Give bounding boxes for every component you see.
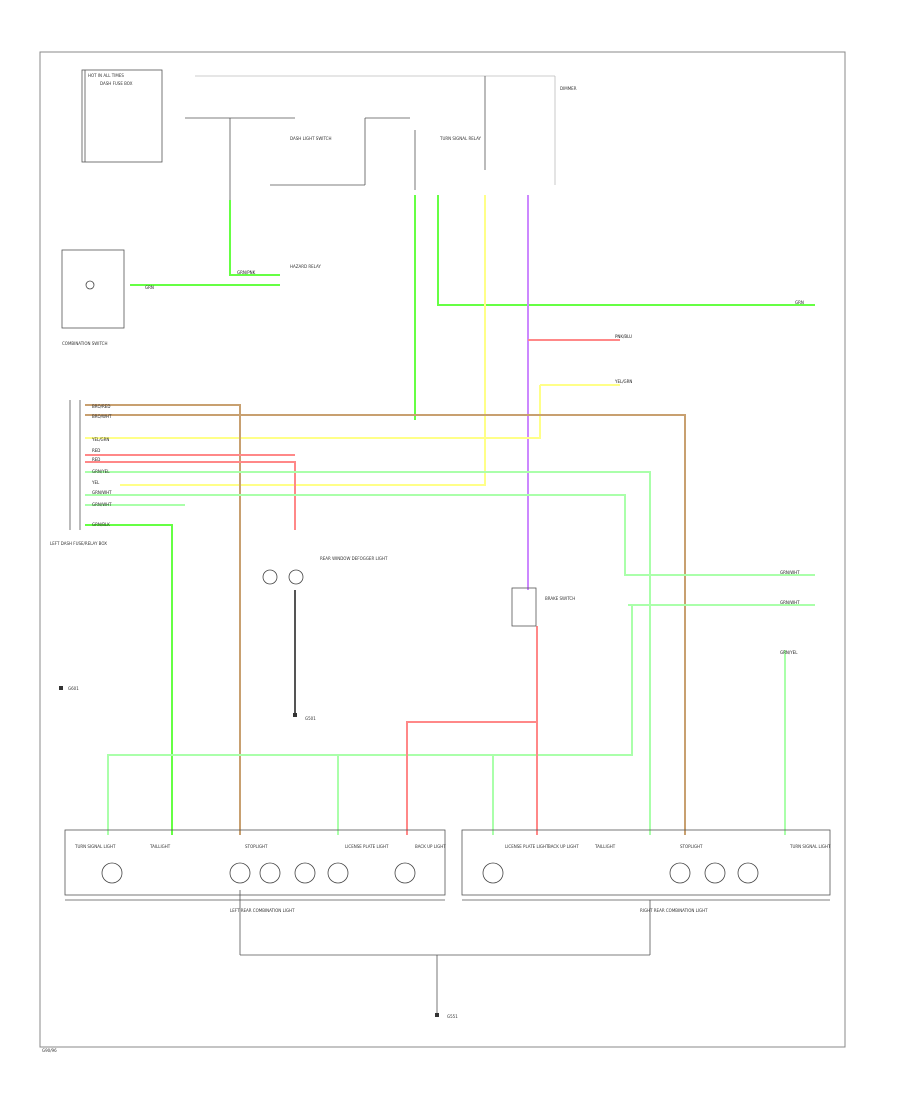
wire-label-w-grn-r3: GRN/YEL: [780, 650, 798, 655]
rear-light: REAR WINDOW DEFOGGER LIGHT: [262, 556, 388, 585]
w-lg2: [85, 494, 815, 576]
left-rear-lbl-2: STOPLIGHT: [245, 844, 268, 849]
wire-label-w-red2: RED: [92, 457, 100, 462]
footer-code: G90/96: [42, 1048, 57, 1053]
fuse-box-label: DASH FUSE BOX: [100, 81, 133, 86]
combination-switch: COMBINATION SWITCH HAZARD RELAY: [61, 249, 321, 346]
w-lg5: [107, 605, 633, 835]
right-rear-lbl-3: STOPLIGHT: [680, 844, 703, 849]
w-green-top: [229, 200, 280, 276]
right-rear-lbl-1: BACK UP LIGHT: [548, 844, 579, 849]
combination-switch-label: COMBINATION SWITCH: [62, 341, 107, 346]
left-connector: LEFT DASH FUSE/RELAY BOX: [50, 400, 107, 546]
right-rear-lbl-0: LICENSE PLATE LIGHT: [505, 844, 549, 849]
wire-label-w-pnk-blu: PNK/BLU: [615, 334, 632, 339]
wire-label-w-grn-blk: GRN/BLK: [92, 522, 110, 527]
left-rear-lbl-3: LICENSE PLATE LIGHT: [345, 844, 389, 849]
left-rear-lbl-0: TURN SIGNAL LIGHT: [74, 844, 116, 849]
wire-label-w-yel: YEL: [91, 480, 100, 485]
brake-switch-label: BRAKE SWITCH: [545, 596, 575, 601]
left-rear-label: LEFT REAR COMBINATION LIGHT: [230, 908, 295, 913]
w-bro2: [85, 414, 686, 835]
g551-label: G551: [447, 1014, 458, 1019]
ground-g601: [59, 686, 63, 690]
w-green-right: [437, 195, 815, 306]
ground-g501: [293, 713, 297, 717]
power-section: HOT IN ALL TIMES DASH FUSE BOX DASH LIGH…: [81, 69, 577, 200]
w-grn-blk: [85, 524, 173, 835]
left-rear-lbl-1: TAILLIGHT: [149, 844, 171, 849]
left-dash-label: LEFT DASH FUSE/RELAY BOX: [50, 541, 107, 546]
left-rear-light: LEFT REAR COMBINATION LIGHT TURN SIGNAL …: [64, 829, 446, 913]
right-rear-light: RIGHT REAR COMBINATION LIGHT LICENSE PLA…: [461, 829, 831, 913]
wire-label-w-bro-red: BRO/RED: [92, 404, 110, 409]
hazard-relay-label: HAZARD RELAY: [290, 264, 321, 269]
ground-g551: [435, 1013, 439, 1017]
g601-label: G601: [68, 686, 79, 691]
wire-label-w-red1: RED: [92, 448, 100, 453]
wire-label-w-grn-wht: GRN/WHT: [92, 490, 112, 495]
brake-switch: BRAKE SWITCH: [511, 587, 575, 627]
wire-label-w-yel-grn2: YEL/GRN: [91, 437, 109, 442]
diagram-frame: [39, 51, 846, 1048]
right-rear-lbl-4: TURN SIGNAL LIGHT: [789, 844, 831, 849]
w-yellow-v: [120, 195, 486, 486]
wire-label-w-grn-yel: GRN/YEL: [92, 469, 110, 474]
wire-label-w-grn-pnk: GRN/PNK: [237, 270, 256, 275]
wire-label-w-grn-wht2: GRN/WHT: [92, 502, 112, 507]
fuse-box-outline: [81, 69, 163, 163]
g501-label: G501: [305, 716, 316, 721]
hot-label: HOT IN ALL TIMES: [88, 73, 124, 78]
w-red4: [406, 721, 537, 835]
right-rear-lbl-2: TAILLIGHT: [594, 844, 616, 849]
w-red2: [85, 461, 296, 530]
turn-relay-label: TURN SIGNAL RELAY: [439, 136, 482, 141]
dash-light-switch-label: DASH LIGHT SWITCH: [290, 136, 331, 141]
wire-label-w-grn-r1: GRN/WHT: [780, 570, 800, 575]
ground-points: G601 G501 G551: [59, 686, 651, 1019]
w-yel2: [85, 385, 541, 439]
dimmer-label: DIMMER: [560, 86, 577, 91]
wire-label-w-grn-r2: GRN/WHT: [780, 600, 800, 605]
wire-label-w-bro-wht: BRO/WHT: [92, 414, 112, 419]
wires: GRN GRN/PNK GRN PNK/BLU YEL/GRN BRO/RED BRO/WH…: [85, 195, 815, 835]
rear-light-label: REAR WINDOW DEFOGGER LIGHT: [320, 556, 388, 561]
wire-label-w-grn-right: GRN: [795, 300, 804, 305]
right-rear-label: RIGHT REAR COMBINATION LIGHT: [640, 908, 708, 913]
w-lg1: [85, 471, 651, 835]
w-bro1: [85, 404, 241, 835]
left-rear-lbl-4: BACK UP LIGHT: [415, 844, 446, 849]
wire-label-w-grn-ill: GRN: [145, 285, 154, 290]
wire-label-w-yel-grn: YEL/GRN: [614, 379, 632, 384]
